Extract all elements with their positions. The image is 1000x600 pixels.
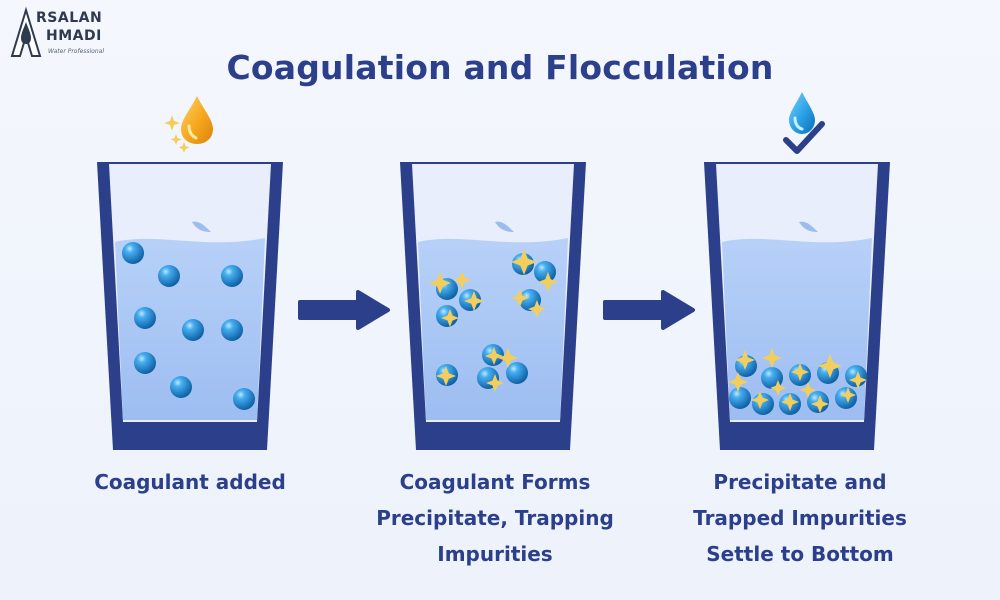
sparkle-icon	[770, 380, 786, 396]
step-3-caption: Precipitate and Trapped Impurities Settl…	[670, 464, 930, 572]
impurity-particle	[233, 388, 255, 410]
logo-tagline: Water Professional	[48, 48, 104, 55]
step-3-caption-line: Trapped Impurities	[693, 506, 907, 530]
impurity-particle	[221, 319, 243, 341]
impurity-particle	[221, 265, 243, 287]
impurity-particle	[835, 387, 857, 409]
sparkle-icon	[485, 347, 503, 365]
impurity-particle	[134, 307, 156, 329]
sparkle-icon	[840, 387, 856, 403]
step-3-caption-line: Precipitate and	[713, 470, 887, 494]
right-arrow-icon	[298, 290, 390, 330]
step-1-caption-line: Coagulant added	[94, 470, 286, 494]
impurity-particle	[729, 387, 751, 409]
impurity-particle	[182, 319, 204, 341]
impurity-particles	[122, 242, 867, 415]
sparkle-icon	[849, 371, 867, 389]
sparkle-icon	[781, 393, 799, 411]
impurity-particle	[506, 362, 528, 384]
coagulant-drop-icon	[164, 96, 213, 153]
logo-text-line2: HMADI	[46, 28, 102, 44]
sparkle-icon	[441, 309, 459, 327]
sparkle-icon	[791, 363, 809, 381]
step-2-caption-line: Impurities	[437, 542, 553, 566]
sparkle-icon	[511, 289, 529, 307]
sparkle-icon	[453, 271, 471, 289]
step-1-caption: Coagulant added	[70, 464, 310, 500]
impurity-particle	[752, 393, 774, 415]
impurity-particle	[134, 352, 156, 374]
sparkle-icon	[728, 372, 748, 392]
glass-1	[97, 162, 283, 450]
sparkle-icon	[486, 374, 504, 392]
glass-2	[400, 162, 586, 450]
sparkle-icon	[528, 300, 546, 318]
logo-text-line1: RSALAN	[36, 10, 103, 26]
logo-mark-icon	[10, 6, 42, 57]
sparkle-icon	[751, 391, 769, 409]
sparkle-icon	[762, 348, 782, 368]
sparkle-icon	[818, 354, 842, 378]
sparkle-icon	[464, 291, 484, 311]
sparkle-icon	[498, 348, 518, 368]
impurity-particle	[534, 261, 556, 283]
impurity-particle	[170, 376, 192, 398]
sparkle-icon	[735, 350, 755, 370]
sparkle-icon	[436, 366, 456, 386]
sparkle-icon	[538, 272, 558, 292]
sparkle-icon	[811, 395, 829, 413]
sparkle-icon	[511, 249, 537, 275]
step-2-caption: Coagulant Forms Precipitate, Trapping Im…	[355, 464, 635, 572]
page-title: Coagulation and Flocculation	[226, 48, 774, 87]
right-arrow-icon	[603, 290, 695, 330]
sparkle-icon	[429, 272, 451, 294]
logo: RSALAN HMADI Water Professional	[6, 6, 106, 64]
step-3-caption-line: Settle to Bottom	[706, 542, 894, 566]
step-2-caption-line: Precipitate, Trapping	[376, 506, 614, 530]
impurity-particle	[122, 242, 144, 264]
clean-water-check-icon	[783, 92, 825, 154]
sparkle-icon	[800, 382, 816, 398]
impurity-particle	[158, 265, 180, 287]
step-2-caption-line: Coagulant Forms	[399, 470, 591, 494]
